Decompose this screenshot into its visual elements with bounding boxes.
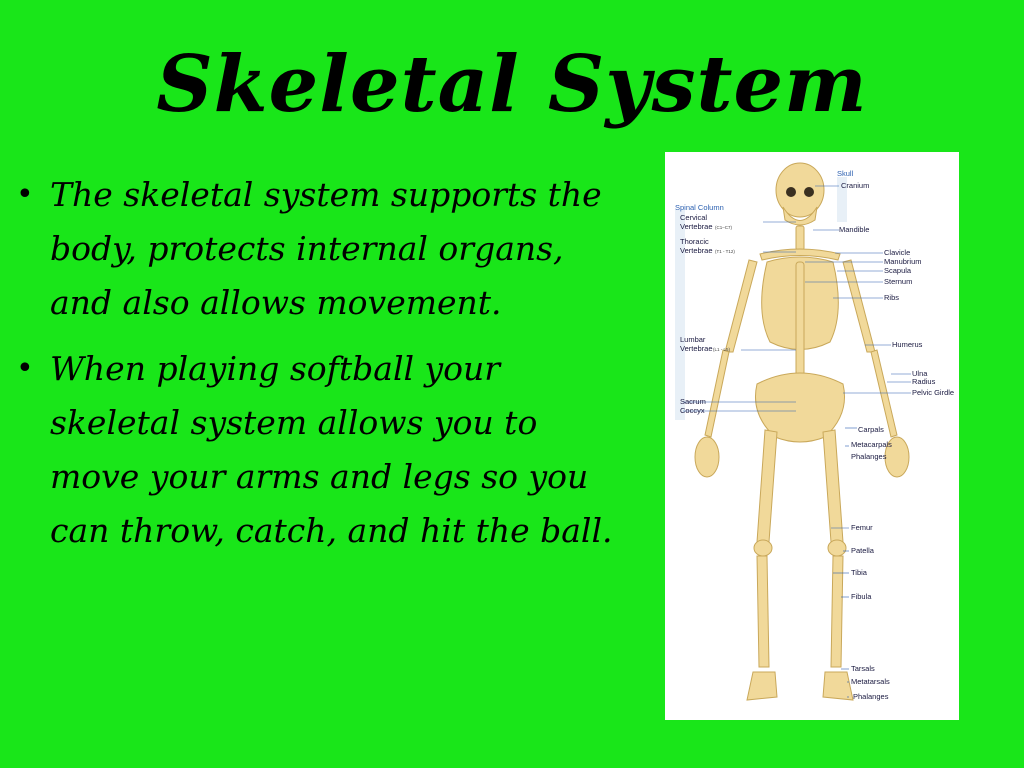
label-spinal-column: Spinal Column <box>675 203 724 212</box>
label-tibia: Tibia <box>851 568 868 577</box>
label-patella: Patella <box>851 546 875 555</box>
label-cervical-vertebrae: Cervical <box>680 213 707 222</box>
skull-bracket <box>837 177 847 222</box>
label-manubrium: Manubrium <box>884 257 922 266</box>
skeleton-bones <box>694 162 910 701</box>
label-femur: Femur <box>851 523 873 532</box>
label-humerus: Humerus <box>892 340 923 349</box>
bullet-item: • The skeletal system supports the body,… <box>14 168 624 330</box>
right-humerus-bone <box>842 259 876 353</box>
left-femur-bone <box>756 429 778 543</box>
label-pelvic-girdle: Pelvic Girdle <box>912 388 954 397</box>
skeleton-diagram: Skull Cranium Spinal Column Cervical Ver… <box>665 152 959 720</box>
label-phalanges-foot: Phalanges <box>853 692 889 701</box>
left-hand-bone <box>694 436 720 478</box>
left-foot-bone <box>746 671 778 701</box>
label-clavicle: Clavicle <box>884 248 910 257</box>
label-coccyx: Coccyx <box>680 406 705 415</box>
bullet-icon: • <box>16 351 34 386</box>
bullet-icon: • <box>16 177 34 212</box>
label-ulna: Ulna <box>912 369 928 378</box>
right-hand-bone <box>884 436 910 478</box>
label-lumbar-vertebrae: Vertebrae <box>680 344 713 353</box>
label-mandible: Mandible <box>839 225 869 234</box>
label-thoracic-count: (T1 - T12) <box>715 249 735 254</box>
eye-socket-icon <box>786 187 796 197</box>
bullet-list: • The skeletal system supports the body,… <box>14 168 624 570</box>
label-sternum: Sternum <box>884 277 912 286</box>
label-lumbar-vertebrae: Lumbar <box>680 335 706 344</box>
label-skull: Skull <box>837 169 854 178</box>
cervical-bone <box>795 225 805 251</box>
right-femur-bone <box>822 429 844 543</box>
label-phalanges-hand: Phalanges <box>851 452 887 461</box>
right-forearm-bone <box>870 349 898 438</box>
left-humerus-bone <box>724 259 758 353</box>
right-tibia-bone <box>830 555 844 668</box>
right-foot-bone <box>822 671 854 701</box>
label-cervical-vertebrae: Vertebrae <box>680 222 713 231</box>
label-sacrum: Sacrum <box>680 397 706 406</box>
label-lumbar-count: (L1 - L5) <box>713 347 731 352</box>
bullet-text: The skeletal system supports the body, p… <box>50 175 602 322</box>
bullet-item: • When playing softball your skeletal sy… <box>14 342 624 558</box>
label-metatarsals: Metatarsals <box>851 677 890 686</box>
bullet-text: When playing softball your skeletal syst… <box>50 349 613 550</box>
eye-socket-icon <box>804 187 814 197</box>
spine-bracket <box>675 210 685 420</box>
skull-bone <box>775 162 825 218</box>
right-patella-bone <box>827 539 847 557</box>
label-carpals: Carpals <box>858 425 884 434</box>
mandible-bone <box>782 206 818 226</box>
label-fibula: Fibula <box>851 592 872 601</box>
label-thoracic-vertebrae: Thoracic <box>680 237 709 246</box>
label-cervical-count: (C1–C7) <box>715 225 733 230</box>
label-radius: Radius <box>912 377 936 386</box>
slide-title: Skeletal System <box>156 39 868 130</box>
skeleton-illustration: Skull Cranium Spinal Column Cervical Ver… <box>675 162 954 701</box>
label-cranium: Cranium <box>841 181 869 190</box>
left-forearm-bone <box>704 349 730 438</box>
left-tibia-bone <box>756 555 770 668</box>
left-patella-bone <box>753 539 773 557</box>
label-ribs: Ribs <box>884 293 899 302</box>
label-tarsals: Tarsals <box>851 664 875 673</box>
label-thoracic-vertebrae: Vertebrae <box>680 246 713 255</box>
leader-lines <box>683 185 911 698</box>
label-metacarpals: Metacarpals <box>851 440 892 449</box>
label-scapula: Scapula <box>884 266 912 275</box>
